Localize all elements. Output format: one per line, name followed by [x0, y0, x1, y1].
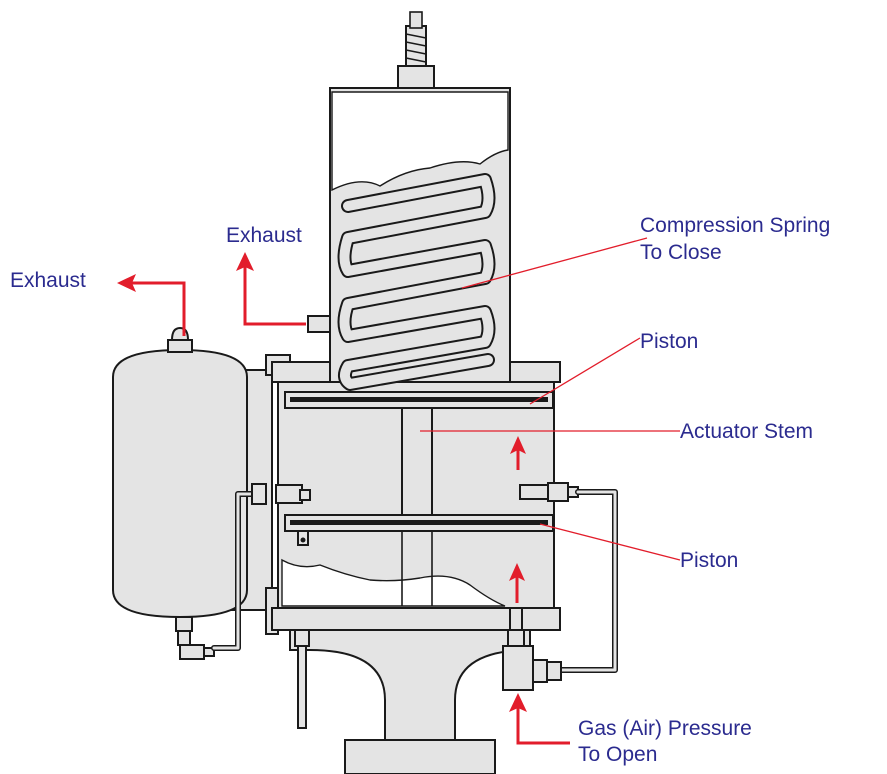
actuator-stem-shaft — [401, 407, 433, 606]
exhaust-arrow-left — [117, 274, 186, 336]
label-exhaust-left: Exhaust — [10, 269, 86, 292]
flow-arrow-upper-chamber — [510, 436, 526, 470]
leader-piston-upper — [529, 337, 641, 405]
label-actuator-stem: Actuator Stem — [680, 420, 813, 443]
flow-arrow-lower-chamber — [509, 563, 525, 603]
accumulator-tank — [112, 326, 273, 660]
label-gas-pressure-line2: To Open — [578, 743, 657, 766]
label-exhaust-top: Exhaust — [226, 224, 302, 247]
leader-compression-spring — [461, 237, 648, 289]
lower-piston — [284, 514, 554, 546]
compression-spring — [337, 173, 496, 391]
label-compression-spring-line2: To Close — [640, 241, 722, 264]
label-piston-lower: Piston — [680, 549, 738, 572]
valve-body-pedestal — [289, 627, 531, 774]
exhaust-arrow-top — [236, 252, 306, 326]
leader-piston-lower — [539, 523, 681, 561]
label-compression-spring-line1: Compression Spring — [640, 214, 830, 237]
upper-piston — [284, 391, 554, 409]
label-gas-pressure-line1: Gas (Air) Pressure — [578, 717, 752, 740]
label-piston-upper: Piston — [640, 330, 698, 353]
inlet-pressure-arrow — [509, 693, 570, 745]
pressure-tubing — [211, 483, 618, 729]
